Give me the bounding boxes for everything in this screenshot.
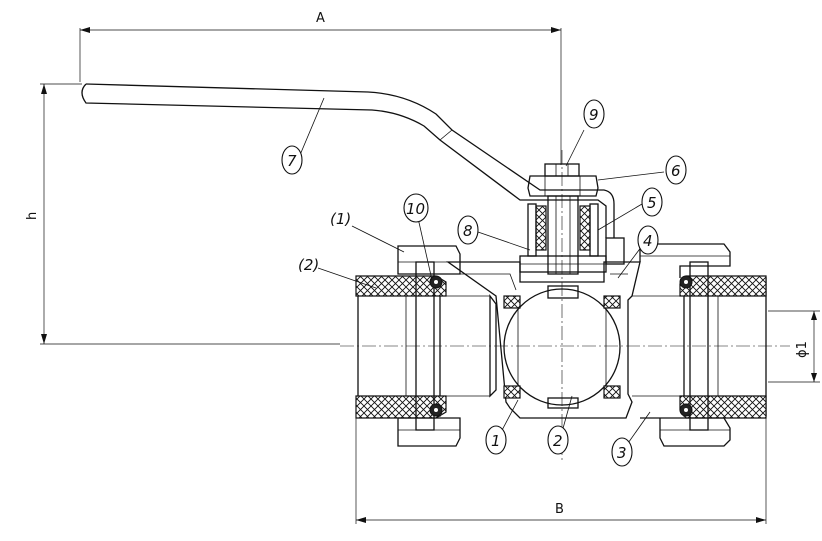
callout-paren-1-label: (1) <box>330 210 351 228</box>
callout-10-label: 10 <box>406 200 425 218</box>
dimension-h: h <box>25 83 340 345</box>
callout-6-label: 6 <box>671 162 681 180</box>
callout-1-label: 1 <box>491 432 501 450</box>
callout-paren-2-label: (2) <box>298 256 319 274</box>
ball <box>503 285 621 409</box>
stem-assembly <box>519 195 625 275</box>
callout-paren-1: (1) <box>330 210 351 228</box>
callout-8: 8 <box>457 215 479 245</box>
dimension-a: A <box>79 11 562 165</box>
dimension-d1-label: ϕ1 <box>795 341 810 358</box>
callout-9-label: 9 <box>589 106 599 124</box>
dimension-h-label: h <box>25 212 40 220</box>
callout-4: 4 <box>637 225 659 255</box>
dimension-b: B <box>355 418 767 524</box>
callout-5-label: 5 <box>647 194 657 212</box>
callout-3-label: 3 <box>617 444 627 462</box>
dimension-d1: ϕ1 <box>768 310 820 383</box>
callout-5: 5 <box>641 187 663 217</box>
leader-lines <box>299 97 665 447</box>
callout-7: 7 <box>281 145 303 175</box>
callout-3: 3 <box>611 437 633 467</box>
dimension-b-label: B <box>555 502 564 517</box>
handle-lever <box>81 83 615 238</box>
stem-nut <box>527 163 599 197</box>
callout-2: 2 <box>547 425 569 455</box>
callout-9: 9 <box>583 99 605 129</box>
callout-10: 10 <box>403 193 429 223</box>
callout-7-label: 7 <box>287 152 297 170</box>
center-body <box>445 261 641 419</box>
callout-8-label: 8 <box>463 222 473 240</box>
right-end-connector <box>632 243 767 447</box>
callout-2-label: 2 <box>553 432 563 450</box>
callout-6: 6 <box>665 155 687 185</box>
callout-1: 1 <box>485 425 507 455</box>
dimension-a-label: A <box>316 11 325 26</box>
callout-4-label: 4 <box>643 232 653 250</box>
left-end-connector <box>355 245 497 447</box>
callout-paren-2: (2) <box>298 256 319 274</box>
